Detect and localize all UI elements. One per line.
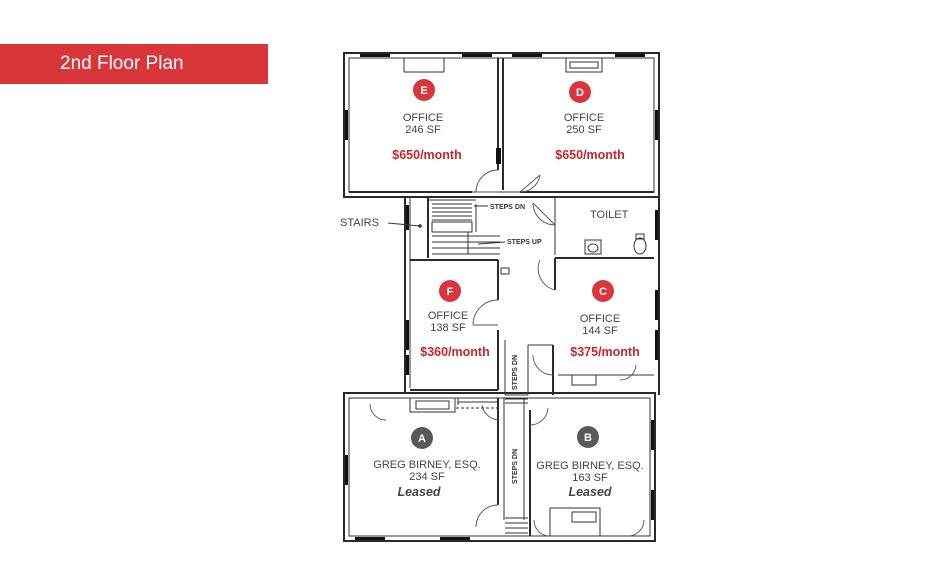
room-e-badge-letter: E [420, 85, 427, 97]
room-b-area: 163 SF [572, 472, 608, 484]
room-c-area: 144 SF [582, 325, 618, 337]
room-a: A GREG BIRNEY, ESQ. 234 SF Leased [373, 427, 481, 499]
room-b-badge [577, 426, 599, 448]
room-e-price: $650/month [392, 148, 461, 162]
room-c-type: OFFICE [580, 313, 620, 325]
windows [345, 54, 658, 540]
room-e-badge [413, 79, 435, 101]
toilet-icon [633, 237, 647, 255]
stairs-label: STAIRS [340, 217, 379, 229]
stairs-label-group: STAIRS [340, 217, 422, 229]
room-f-badge [439, 280, 461, 302]
outer-walls [343, 52, 660, 542]
room-f-price: $360/month [420, 345, 489, 359]
room-d-area: 250 SF [566, 124, 602, 136]
room-f: F OFFICE 138 SF $360/month [420, 280, 490, 359]
room-a-status: Leased [397, 485, 440, 499]
sink-icon [584, 239, 602, 255]
steps-up-label: STEPS UP [507, 239, 542, 246]
steps-dn-low-label: STEPS DN [512, 449, 519, 484]
steps-dn-top-label: STEPS DN [490, 204, 525, 211]
steps-dn-mid-label: STEPS DN [512, 355, 519, 390]
room-a-badge [411, 427, 433, 449]
room-b-badge-letter: B [584, 432, 592, 444]
room-e-area: 246 SF [405, 124, 441, 136]
room-e-type: OFFICE [403, 112, 443, 124]
room-f-area: 138 SF [430, 322, 466, 334]
steps-dn-top: STEPS DN [474, 204, 525, 211]
fixtures [403, 57, 647, 537]
room-b-type: GREG BIRNEY, ESQ. [536, 460, 643, 472]
room-d-price: $650/month [555, 148, 624, 162]
room-f-badge-letter: F [447, 286, 454, 298]
room-c-badge-letter: C [599, 286, 607, 298]
room-d-type: OFFICE [564, 112, 604, 124]
room-c: C OFFICE 144 SF $375/month [570, 280, 640, 359]
room-c-price: $375/month [570, 345, 639, 359]
room-a-badge-letter: A [418, 433, 426, 445]
room-e: E OFFICE 246 SF $650/month [392, 79, 462, 162]
room-d: D OFFICE 250 SF $650/month [555, 81, 625, 162]
page-title: 2nd Floor Plan [60, 53, 184, 74]
page-title-banner: 2nd Floor Plan [0, 44, 268, 84]
room-a-type: GREG BIRNEY, ESQ. [373, 459, 480, 471]
room-b: B GREG BIRNEY, ESQ. 163 SF Leased [536, 426, 644, 499]
room-a-area: 234 SF [409, 471, 445, 483]
door-swings [369, 169, 645, 537]
room-c-badge [592, 280, 614, 302]
room-d-badge [569, 81, 591, 103]
room-f-type: OFFICE [428, 310, 468, 322]
toilet-label: TOILET [590, 209, 629, 221]
stair-treads [431, 203, 528, 534]
room-d-badge-letter: D [576, 87, 584, 99]
room-b-status: Leased [568, 485, 611, 499]
steps-up: STEPS UP [477, 239, 542, 246]
